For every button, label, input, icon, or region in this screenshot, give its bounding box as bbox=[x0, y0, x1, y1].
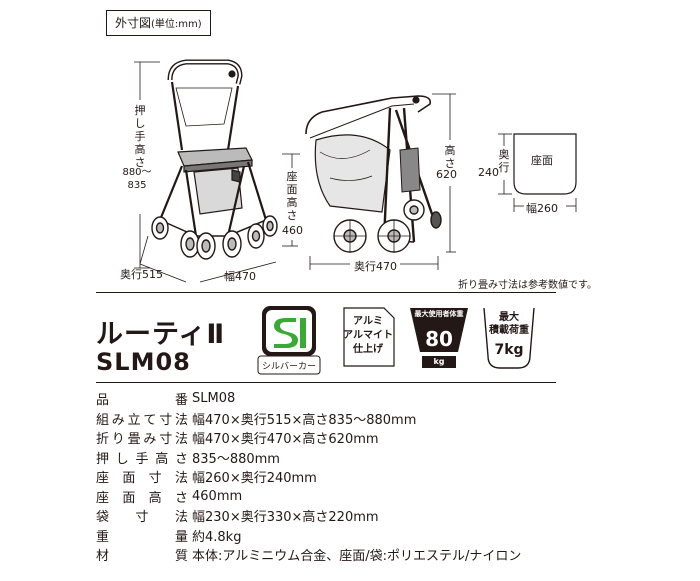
specs-divider bbox=[96, 382, 556, 383]
spec-label: 袋寸法 bbox=[96, 510, 188, 526]
spec-label: 座面寸法 bbox=[96, 471, 188, 487]
seat-width-label: 幅260 bbox=[526, 202, 558, 215]
spec-label: 折り畳み寸法 bbox=[96, 432, 188, 448]
open-width-label: 幅470 bbox=[224, 270, 256, 283]
spec-value: 幅260×奥行240mm bbox=[192, 471, 317, 487]
spec-label: 組み立て寸法 bbox=[96, 412, 188, 428]
spec-value: 幅470×奥行515×高さ835〜880mm bbox=[192, 412, 417, 428]
max-load-label-2: 積載荷重 bbox=[489, 325, 529, 336]
spec-value: 835〜880mm bbox=[192, 451, 280, 467]
folded-dimension-note: 折り畳み寸法は参考数値です。 bbox=[458, 280, 597, 291]
open-depth-label: 奥行515 bbox=[120, 268, 163, 281]
product-code: SLM08 bbox=[96, 348, 191, 376]
spec-value: SLM08 bbox=[192, 391, 236, 407]
seat-depth-label: 奥行 bbox=[498, 148, 510, 174]
spec-value: 約4.8kg bbox=[192, 529, 242, 545]
dimension-diagram bbox=[134, 59, 577, 283]
folded-cart-illustration bbox=[305, 95, 442, 253]
spec-row: 材質本体:アルミニウム合金、座面/袋:ポリエステル/ナイロン bbox=[96, 545, 656, 565]
alumite-badge: アルミ アルマイト 仕上げ bbox=[338, 304, 398, 372]
diagram-unit: (単位:mm) bbox=[151, 19, 202, 30]
section-divider bbox=[96, 292, 556, 293]
spec-label: 品番 bbox=[96, 393, 188, 409]
max-user-weight-label: 最大使用者体重 bbox=[414, 310, 464, 318]
seat-height-label: 座面高さ bbox=[286, 170, 298, 222]
folded-height-value: 620 bbox=[436, 168, 457, 181]
push-handle-height-value: 880〜835 bbox=[122, 167, 152, 191]
spec-value: 幅470×奥行470×高さ620mm bbox=[192, 432, 379, 448]
spec-value: 本体:アルミニウム合金、座面/袋:ポリエステル/ナイロン bbox=[192, 549, 522, 565]
silver-car-mark-badge: シルバーカー bbox=[256, 304, 322, 376]
seat-height-value: 460 bbox=[282, 224, 303, 237]
diagram-title: 外寸図 bbox=[115, 16, 152, 30]
max-load-label-1: 最大 bbox=[499, 312, 519, 323]
max-load-badge: 最大 積載荷重 7kg bbox=[480, 306, 538, 372]
spec-value: 460mm bbox=[192, 488, 243, 504]
spec-label: 材質 bbox=[96, 549, 188, 565]
diagram-title-box: 外寸図(単位:mm) bbox=[106, 10, 211, 36]
spec-row: 組み立て寸法幅470×奥行515×高さ835〜880mm bbox=[96, 409, 656, 429]
weight-icon bbox=[410, 308, 468, 368]
spec-label: 重量 bbox=[96, 529, 188, 545]
folded-height-label: 高さ bbox=[444, 144, 456, 170]
basket-icon bbox=[483, 307, 535, 369]
max-user-weight-value: 80 bbox=[425, 327, 453, 351]
max-user-weight-unit: kg bbox=[433, 357, 445, 366]
alumite-line3: 仕上げ bbox=[353, 344, 383, 355]
spec-label: 押し手高さ bbox=[96, 451, 188, 467]
spec-row: 座面寸法幅260×奥行240mm bbox=[96, 467, 656, 487]
silver-car-mark-label: シルバーカー bbox=[261, 362, 316, 372]
max-user-weight-badge: 最大使用者体重 80 kg bbox=[408, 306, 470, 370]
alumite-line2: アルマイト bbox=[343, 330, 393, 341]
open-cart-illustration bbox=[151, 59, 278, 260]
spec-label: 座面高さ bbox=[96, 490, 188, 506]
push-handle-height-label: 押し手高さ bbox=[134, 104, 146, 169]
spec-value: 幅230×奥行330×高さ220mm bbox=[192, 510, 379, 526]
spec-row: 重量約4.8kg bbox=[96, 526, 656, 546]
spec-row: 折り畳み寸法幅470×奥行470×高さ620mm bbox=[96, 428, 656, 448]
seat-depth-value: 240 bbox=[478, 166, 499, 179]
seat-box-label: 座面 bbox=[531, 154, 553, 167]
max-load-value: 7kg bbox=[494, 342, 524, 358]
spec-row: 袋寸法幅230×奥行330×高さ220mm bbox=[96, 506, 656, 526]
folded-depth-label: 奥行470 bbox=[354, 260, 397, 273]
product-name: ルーティⅡ bbox=[96, 319, 226, 350]
alumite-line1: アルミ bbox=[353, 316, 383, 327]
silver-car-mark-icon bbox=[257, 306, 321, 375]
